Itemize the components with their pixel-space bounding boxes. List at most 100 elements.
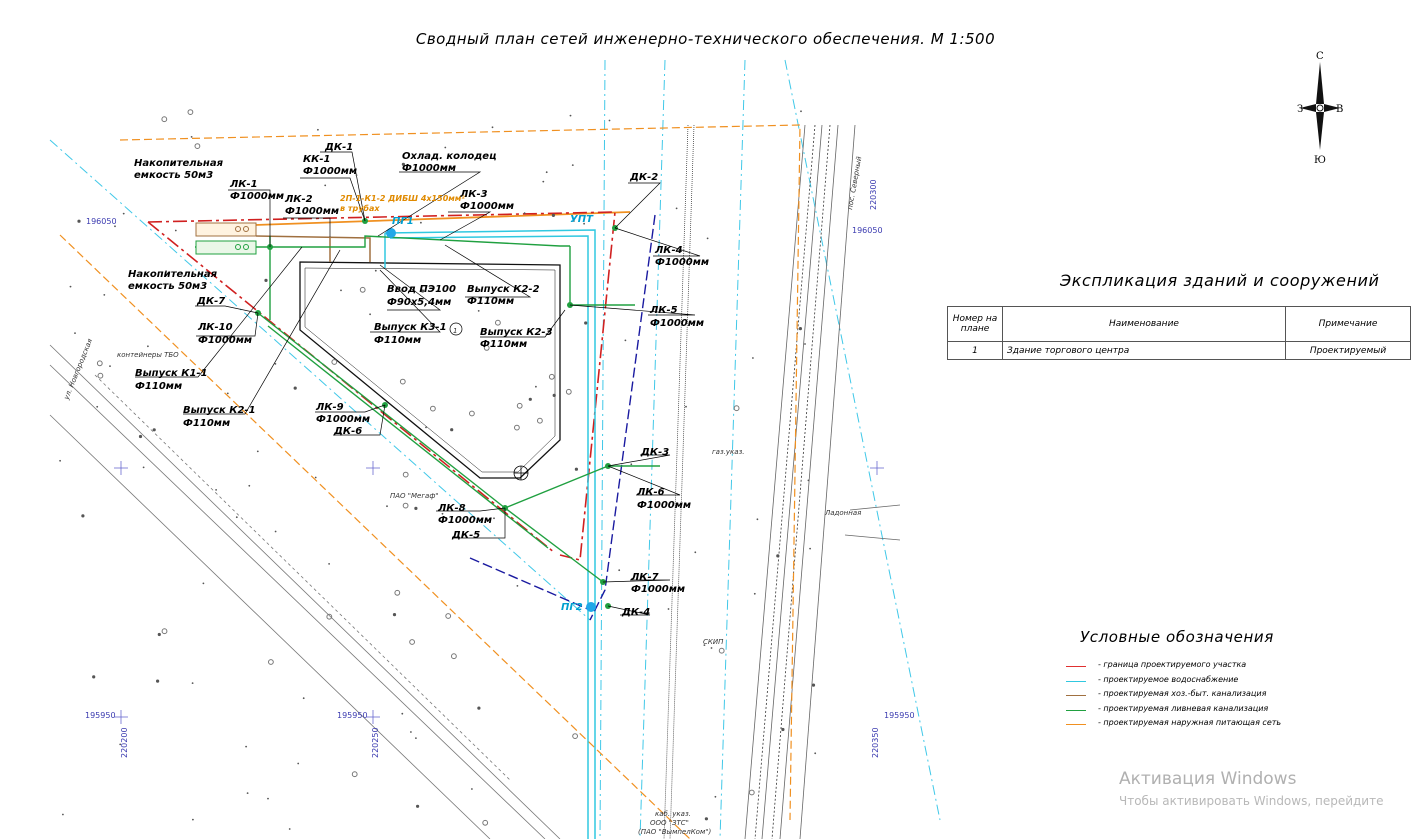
label-kab: каб. указ.	[655, 810, 691, 818]
survey-point	[572, 733, 578, 739]
survey-point	[215, 489, 218, 491]
survey-point	[62, 813, 64, 816]
survey-point	[667, 608, 670, 610]
survey-point	[444, 146, 447, 149]
storage-tank-1	[195, 222, 257, 237]
label-vvod-d: Ф90х5,4мм	[387, 297, 451, 308]
survey-point	[165, 270, 168, 273]
survey-point	[386, 505, 388, 508]
survey-point	[369, 313, 371, 316]
survey-point	[573, 220, 575, 222]
survey-point	[415, 737, 417, 739]
survey-point	[624, 339, 627, 342]
label-vk21-d: Ф110мм	[183, 418, 230, 429]
survey-point	[776, 554, 780, 558]
survey-point	[477, 706, 481, 710]
survey-point	[256, 450, 259, 453]
label-cable: 2П-1-К1-2 ДИБШ 4х150мм²	[340, 194, 465, 203]
label-vk23-d: Ф110мм	[480, 339, 527, 350]
label-lk6: ЛК-6	[636, 487, 665, 498]
survey-point	[326, 613, 333, 620]
survey-point	[392, 613, 397, 617]
survey-point	[535, 385, 537, 388]
label-kk1: КК-1	[303, 154, 330, 165]
survey-point	[569, 114, 572, 117]
road-strip	[663, 124, 901, 839]
sewer-network	[255, 235, 371, 262]
coordinate-labels: 196050 196050 195950 195950 195950 22020…	[85, 179, 915, 758]
legend-text: - проектируемая хоз.-быт. канализация	[1098, 689, 1267, 698]
building-number: 1	[453, 327, 457, 335]
survey-point	[274, 530, 277, 533]
survey-point	[516, 402, 523, 409]
label-lk10-d: Ф1000мм	[198, 335, 252, 346]
label-cool: Охлад. колодец	[402, 151, 497, 162]
label-dk1: ДК-1	[324, 142, 353, 153]
survey-point	[421, 289, 425, 293]
survey-point	[268, 659, 274, 665]
survey-point	[714, 795, 717, 798]
windows-activation-title: Активация Windows	[1119, 769, 1297, 789]
survey-point	[425, 426, 427, 429]
survey-point	[752, 357, 754, 359]
survey-point	[565, 388, 572, 395]
svg-text:220350: 220350	[871, 727, 880, 758]
label-lk7-d: Ф1000мм	[631, 584, 685, 595]
label-vk22-d: Ф110мм	[467, 296, 514, 307]
svg-text:196050: 196050	[852, 226, 883, 235]
survey-point	[191, 682, 194, 684]
label-tank2b: емкость 50м3	[128, 281, 207, 292]
survey-point	[324, 184, 327, 187]
survey-point	[235, 516, 238, 519]
survey-point	[571, 164, 574, 167]
survey-point	[202, 582, 205, 585]
label-vk21: Выпуск К2-1	[183, 405, 256, 416]
survey-point	[410, 731, 412, 733]
survey-point	[416, 804, 420, 808]
building-outline	[299, 261, 561, 479]
label-vk31: Выпуск К3-1	[374, 322, 447, 333]
survey-point	[359, 286, 366, 293]
label-lk6-d: Ф1000мм	[637, 500, 691, 511]
survey-point	[516, 585, 519, 587]
label-lk9-d: Ф1000мм	[316, 414, 370, 425]
drainage-network	[469, 214, 656, 621]
label-lk2-d: Ф1000мм	[285, 206, 339, 217]
survey-point	[401, 712, 404, 715]
label-tank1b: емкость 50м3	[134, 170, 213, 181]
svg-text:195950: 195950	[337, 711, 368, 720]
survey-point	[187, 109, 194, 115]
label-vk22: Выпуск К2-2	[467, 284, 540, 295]
survey-point	[469, 410, 475, 417]
compass-n: С	[1316, 51, 1324, 62]
survey-point	[103, 294, 106, 296]
manholes	[255, 218, 618, 609]
survey-point	[264, 278, 268, 282]
survey-point	[161, 628, 168, 635]
expl-header-name: Наименование	[1002, 306, 1286, 342]
label-vk23: Выпуск К2-3	[480, 327, 553, 338]
survey-point	[694, 551, 697, 554]
label-dk2: ДК-2	[629, 172, 658, 183]
survey-point	[374, 269, 377, 272]
survey-point	[302, 697, 305, 700]
survey-point	[138, 434, 143, 439]
survey-point	[114, 225, 116, 228]
survey-point	[190, 136, 193, 138]
label-vk11: Выпуск К1-1	[135, 368, 208, 379]
legend-text: - проектируемая наружная питающая сеть	[1098, 718, 1282, 727]
north-arrow	[1300, 62, 1340, 150]
storage-tank-2	[195, 240, 257, 255]
legend-text: - проектируемое водоснабжение	[1098, 674, 1239, 684]
label-dk7: ДК-7	[196, 296, 225, 307]
survey-point	[800, 110, 802, 113]
survey-point	[74, 332, 76, 334]
grid-crosses	[114, 461, 884, 724]
survey-point	[77, 219, 81, 223]
survey-point	[420, 221, 422, 224]
legend-line-swatch	[1066, 724, 1086, 725]
survey-point	[409, 639, 416, 645]
label-sidewalk: Ладонная	[824, 509, 861, 517]
survey-point	[798, 327, 803, 331]
